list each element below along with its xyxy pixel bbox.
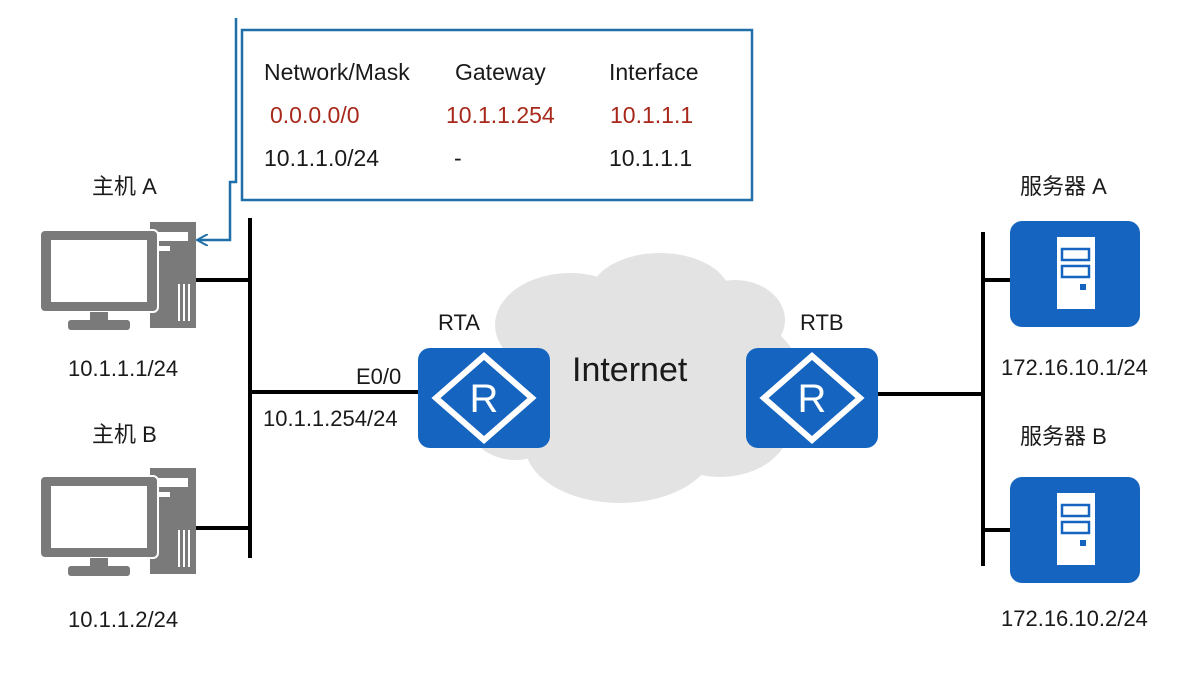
internet-label: Internet: [572, 351, 688, 389]
routing-table-box: [240, 28, 754, 202]
desktop-computer-icon: [39, 221, 197, 331]
rta-interface-ip: 10.1.1.254/24: [263, 406, 398, 431]
server-b-name: 服务器 B: [1020, 424, 1107, 449]
col-header-interface: Interface: [609, 59, 699, 85]
network-links: [196, 218, 1012, 566]
server-b-ip: 172.16.10.2/24: [1001, 606, 1148, 631]
row-2-gateway: -: [454, 145, 462, 171]
callout-arrow: [198, 18, 238, 240]
col-header-network: Network/Mask: [264, 59, 410, 85]
router-icon: [418, 348, 550, 448]
row-1-network: 0.0.0.0/0: [270, 102, 360, 128]
server-icon: [1008, 219, 1142, 329]
host-a-ip: 10.1.1.1/24: [68, 356, 178, 381]
rtb-name: RTB: [800, 310, 844, 335]
router-icon: [746, 348, 878, 448]
host-a-name: 主机 A: [92, 174, 157, 199]
server-a-name: 服务器 A: [1020, 174, 1107, 199]
row-1-gateway: 10.1.1.254: [446, 102, 555, 128]
rta-name: RTA: [438, 310, 480, 335]
row-1-interface: 10.1.1.1: [610, 102, 693, 128]
host-b-ip: 10.1.1.2/24: [68, 607, 178, 632]
row-2-network: 10.1.1.0/24: [264, 145, 379, 171]
row-2-interface: 10.1.1.1: [609, 145, 692, 171]
host-b-name: 主机 B: [92, 422, 157, 447]
desktop-computer-icon: [39, 467, 197, 577]
rta-interface-label: E0/0: [356, 364, 401, 389]
server-a-ip: 172.16.10.1/24: [1001, 355, 1148, 380]
server-icon: [1008, 475, 1142, 585]
routing-table: Network/Mask Gateway Interface 0.0.0.0/0…: [264, 59, 699, 171]
col-header-gateway: Gateway: [455, 59, 546, 85]
